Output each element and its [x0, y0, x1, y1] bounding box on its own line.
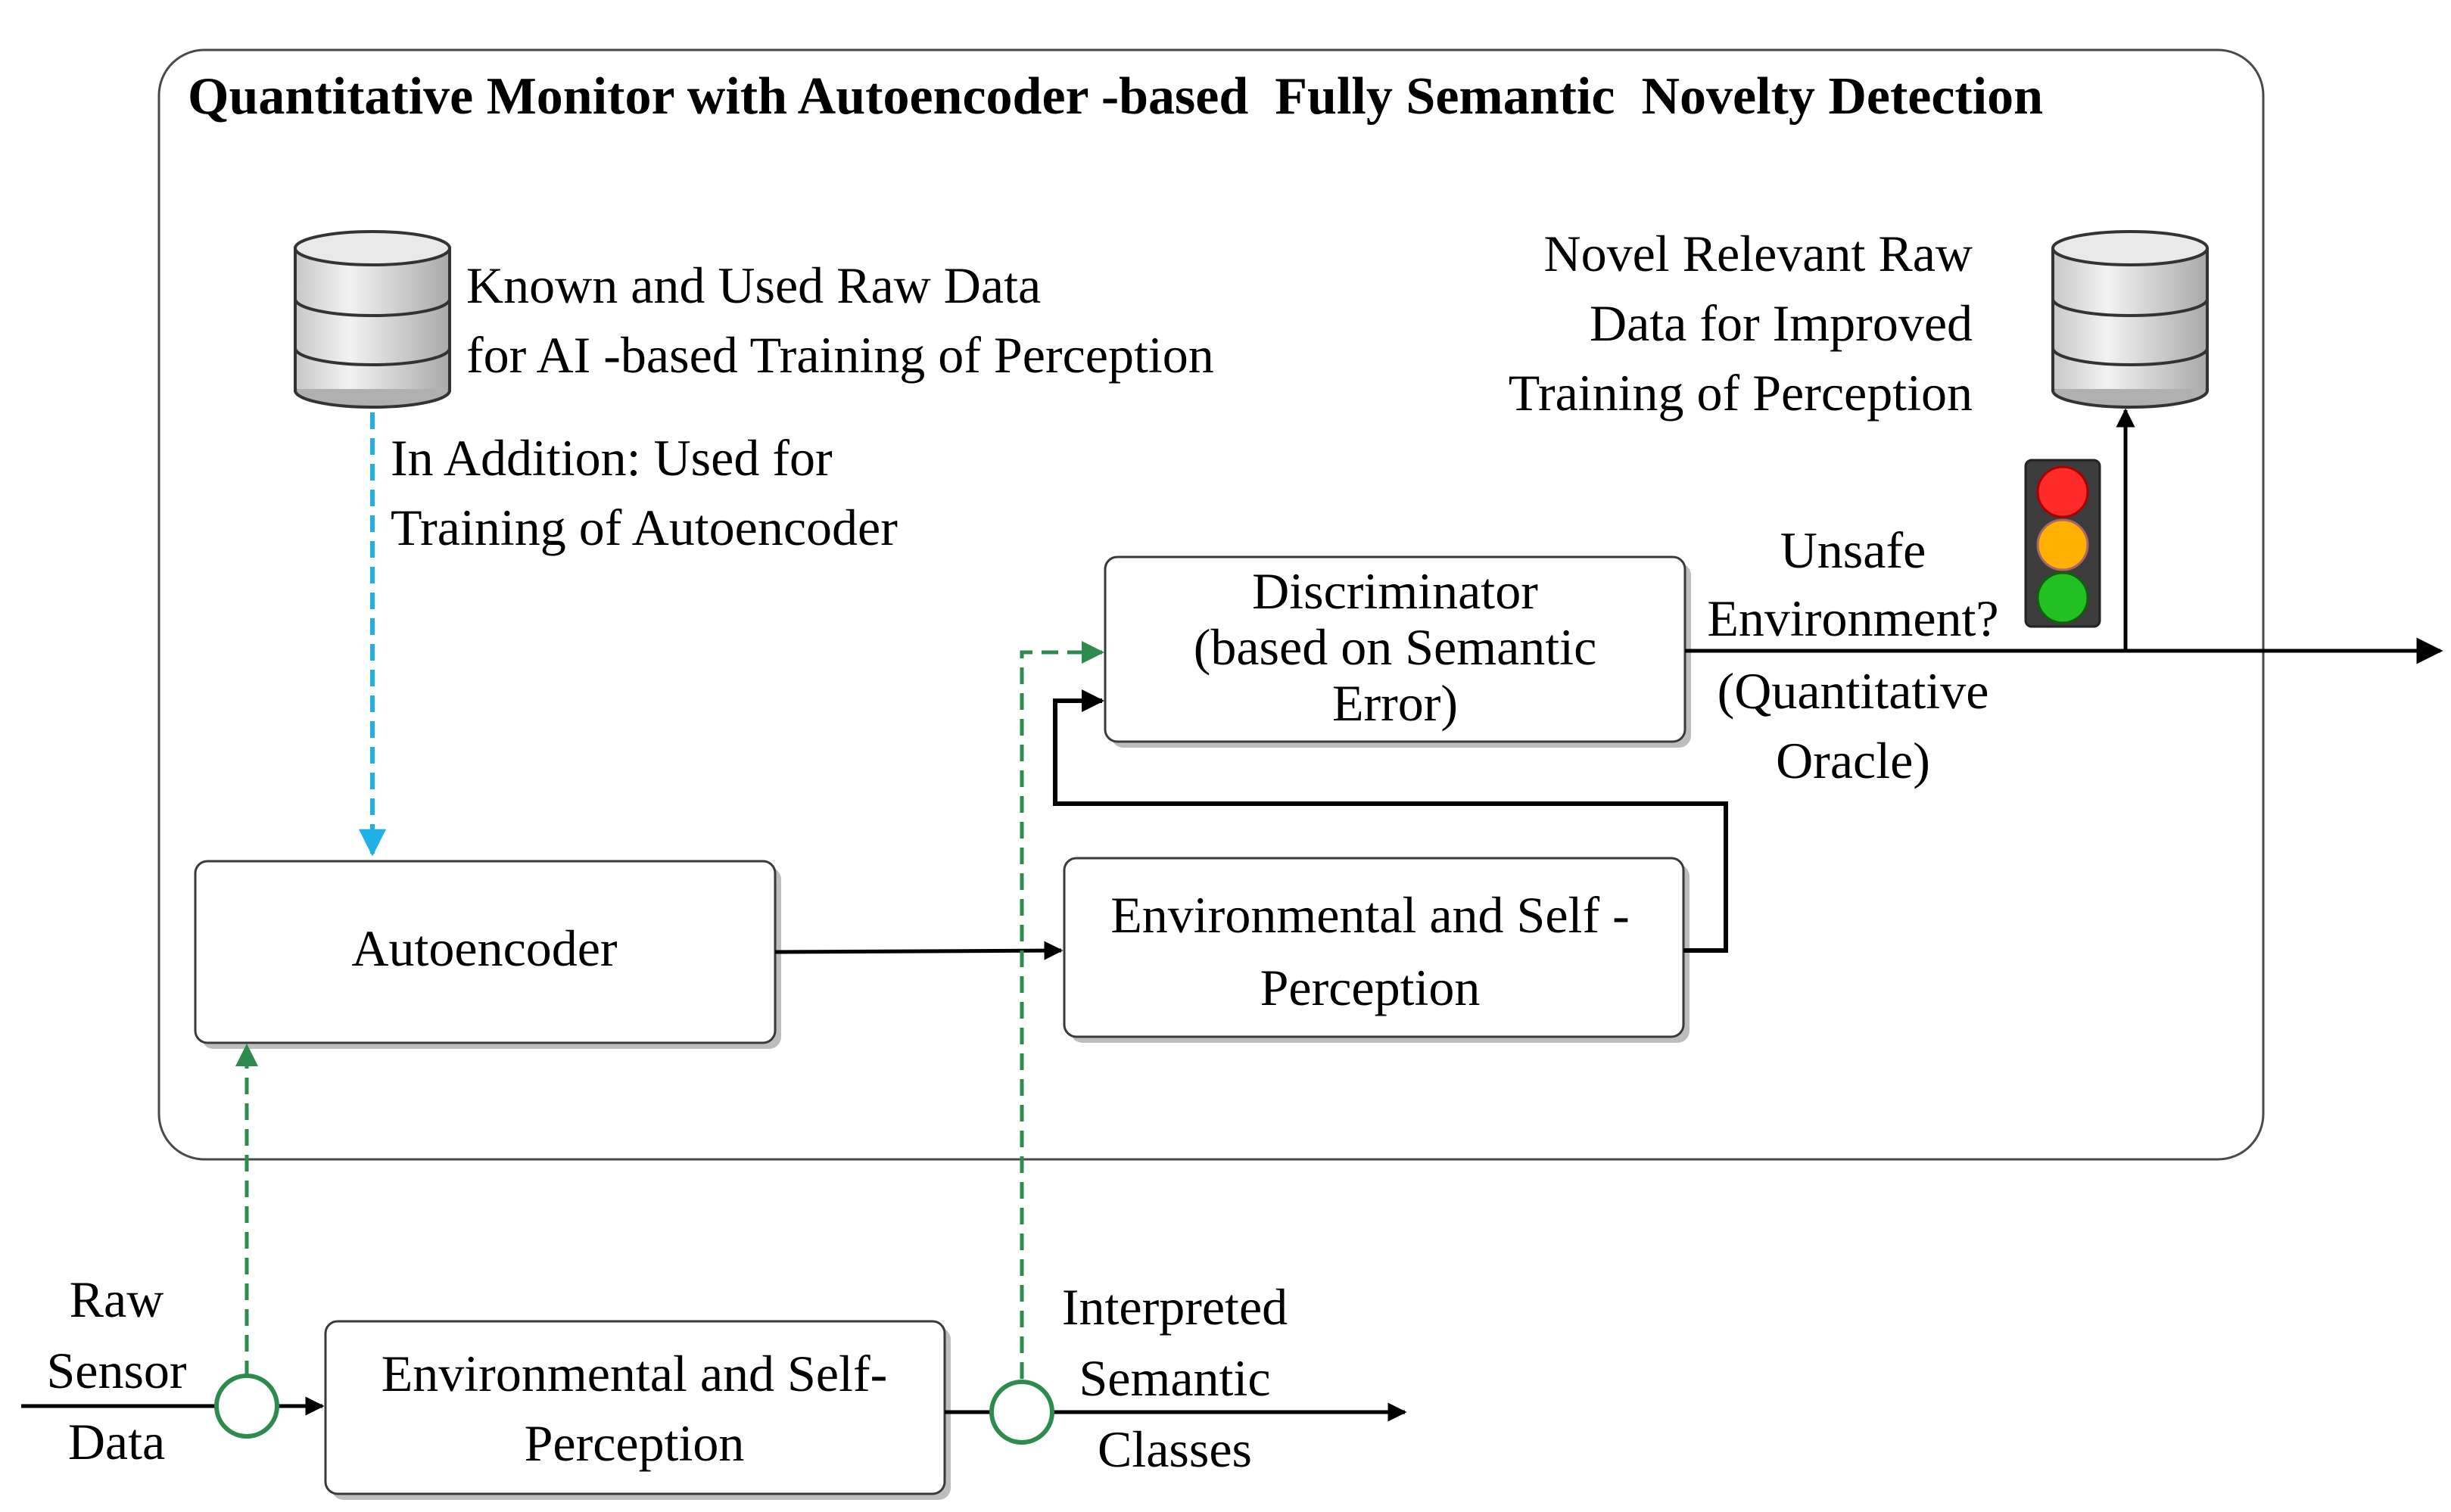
- unsafe-label-line3: (Quantitative: [1718, 662, 1989, 720]
- outer-perception-label-line1: Environmental and Self-: [382, 1345, 887, 1402]
- raw-sensor-tap-node: [214, 1374, 279, 1439]
- semantic-classes-tap-node: [989, 1380, 1054, 1445]
- novel-data-label-line3: Training of Perception: [1509, 364, 1973, 422]
- raw-sensor-label-line3: Data: [68, 1413, 165, 1470]
- perception-to-discriminator-arrow: [1053, 689, 1728, 953]
- outer-perception-box: [324, 1320, 946, 1495]
- autoencoder-label: Autoencoder: [351, 919, 618, 977]
- inner-perception-label-line1: Environmental and Self -: [1110, 886, 1629, 944]
- known-data-database-icon: [294, 230, 451, 409]
- diagram-title: Quantitative Monitor with Autoencoder -b…: [188, 67, 2043, 126]
- discriminator-label-line2: (based on Semantic: [1194, 618, 1597, 676]
- traffic-light-icon: [2024, 459, 2101, 628]
- novel-data-database-icon: [2051, 230, 2209, 409]
- raw-sensor-label-line1: Raw: [70, 1271, 164, 1328]
- discriminator-label-line1: Discriminator: [1252, 562, 1538, 620]
- in-addition-label-line1: In Addition: Used for: [391, 429, 833, 487]
- semantic-classes-tap-arrow: [1020, 641, 1104, 1379]
- inner-perception-label-line2: Perception: [1260, 959, 1481, 1016]
- inner-perception-box: [1063, 857, 1685, 1038]
- novel-data-label-line1: Novel Relevant Raw: [1543, 225, 1973, 282]
- interpreted-label-line3: Classes: [1098, 1420, 1252, 1478]
- novel-data-label-line2: Data for Improved: [1590, 294, 1973, 352]
- in-addition-label-line2: Training of Autoencoder: [391, 499, 898, 556]
- discriminator-label-line3: Error): [1332, 674, 1458, 732]
- raw-sensor-label-line2: Sensor: [46, 1342, 186, 1399]
- outer-perception-label-line2: Perception: [525, 1414, 745, 1472]
- unsafe-label-line2: Environment?: [1707, 590, 1998, 647]
- interpreted-label-line1: Interpreted: [1062, 1278, 1288, 1336]
- interpreted-label-line2: Semantic: [1079, 1349, 1270, 1407]
- unsafe-label-line1: Unsafe: [1780, 521, 1926, 579]
- autoencoder-to-perception-arrow: [774, 941, 1064, 960]
- known-data-label-line2: for AI -based Training of Perception: [466, 326, 1214, 384]
- known-data-label-line1: Known and Used Raw Data: [466, 257, 1041, 314]
- unsafe-label-line4: Oracle): [1776, 732, 1930, 789]
